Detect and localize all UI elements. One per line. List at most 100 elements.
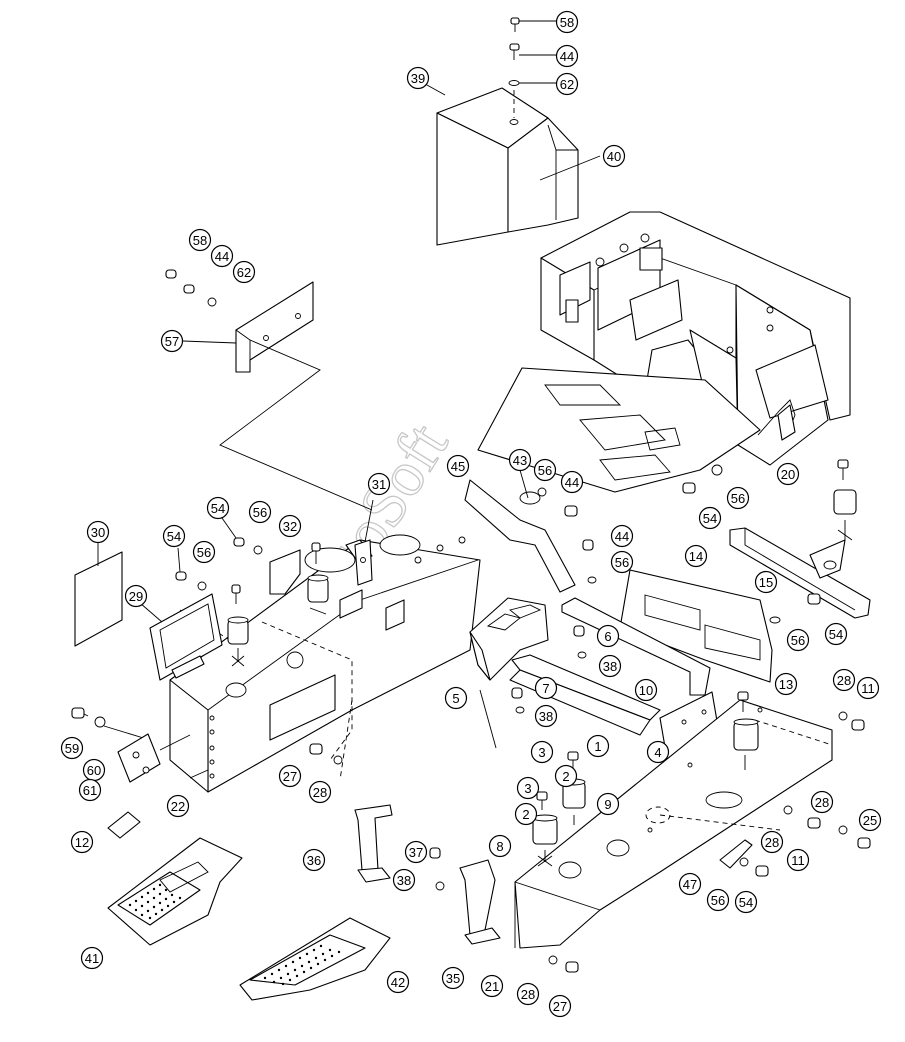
- callout-number: 38: [397, 873, 411, 888]
- callout-circle: [534, 704, 558, 728]
- callout-number: 22: [171, 799, 185, 814]
- callout-number: 28: [815, 795, 829, 810]
- bracket-5: [469, 597, 587, 749]
- callout-circle: [308, 780, 332, 804]
- fasteners-bottom: [548, 955, 579, 973]
- callout-number: 12: [75, 835, 89, 850]
- callout-circle: [78, 778, 102, 802]
- callout-56: 56: [726, 486, 750, 510]
- callout-circle: [548, 994, 572, 1018]
- callout-circle: [596, 624, 620, 648]
- callout-number: 56: [791, 633, 805, 648]
- callout-circle: [386, 970, 410, 994]
- callout-number: 27: [553, 999, 567, 1014]
- callout-circle: [560, 470, 584, 494]
- callout-number: 45: [451, 459, 465, 474]
- callout-number: 10: [639, 683, 653, 698]
- callout-number: 62: [237, 265, 251, 280]
- callout-circle: [446, 454, 470, 478]
- callout-circle: [516, 776, 540, 800]
- callout-47: 47: [678, 872, 702, 896]
- callout-circle: [678, 872, 702, 896]
- gasket-29: [139, 593, 223, 681]
- left-frame: [169, 534, 481, 793]
- callout-circle: [86, 520, 110, 544]
- callout-31: 31: [367, 472, 391, 496]
- callout-number: 5: [452, 691, 459, 706]
- callout-54: 54: [824, 622, 848, 646]
- callout-11: 11: [786, 848, 810, 872]
- callout-38: 38: [598, 654, 622, 678]
- callout-8: 8: [488, 834, 512, 858]
- callout-32: 32: [278, 514, 302, 538]
- callout-circle: [60, 736, 84, 760]
- callout-60: 60: [82, 758, 106, 782]
- callout-number: 61: [83, 783, 97, 798]
- callout-10: 10: [634, 678, 658, 702]
- right-fasteners: [719, 711, 871, 877]
- callout-circle: [776, 462, 800, 486]
- callout-11: 11: [856, 676, 880, 700]
- top-fasteners: [417, 17, 556, 118]
- callout-circle: [534, 676, 558, 700]
- callout-number: 35: [446, 971, 460, 986]
- callout-56: 56: [610, 550, 634, 574]
- callout-circle: [555, 44, 579, 68]
- callout-circle: [596, 792, 620, 816]
- callout-circle: [192, 540, 216, 564]
- callout-44: 44: [610, 524, 634, 548]
- callout-number: 54: [829, 627, 843, 642]
- callout-3: 3: [516, 776, 540, 800]
- callout-62: 62: [555, 72, 579, 96]
- callout-25: 25: [858, 808, 882, 832]
- callout-circle: [810, 790, 834, 814]
- bracket-57: [165, 269, 373, 511]
- callout-58: 58: [188, 228, 212, 252]
- callout-35: 35: [441, 966, 465, 990]
- lever-45: [464, 469, 578, 593]
- callout-circle: [530, 740, 554, 764]
- callout-circle: [824, 622, 848, 646]
- right-frame: [514, 699, 833, 949]
- callout-circle: [754, 570, 778, 594]
- callout-number: 56: [253, 505, 267, 520]
- callout-number: 62: [560, 77, 574, 92]
- callout-13: 13: [774, 672, 798, 696]
- panel-13: [619, 569, 781, 683]
- callout-circle: [786, 628, 810, 652]
- callout-circle: [302, 848, 326, 872]
- dashboard-housing: [540, 211, 851, 466]
- callout-number: 27: [283, 769, 297, 784]
- callout-number: 7: [542, 681, 549, 696]
- callout-circle: [602, 144, 626, 168]
- callout-circle: [698, 506, 722, 530]
- callout-54: 54: [206, 496, 230, 520]
- callout-6: 6: [596, 624, 620, 648]
- callout-28: 28: [810, 790, 834, 814]
- bracket-31: [354, 499, 374, 586]
- callout-number: 54: [167, 529, 181, 544]
- callout-1: 1: [586, 734, 610, 758]
- callout-57: 57: [160, 329, 184, 353]
- callout-circle: [726, 486, 750, 510]
- callout-41: 41: [80, 946, 104, 970]
- callout-number: 1: [594, 739, 601, 754]
- callout-number: 39: [411, 71, 425, 86]
- callout-number: 14: [689, 549, 703, 564]
- callout-number: 56: [197, 545, 211, 560]
- callout-37: 37: [404, 840, 428, 864]
- callout-number: 54: [211, 501, 225, 516]
- callout-circle: [856, 676, 880, 700]
- callout-circle: [832, 668, 856, 692]
- callout-59: 59: [60, 736, 84, 760]
- callout-circle: [610, 550, 634, 574]
- callout-circle: [610, 524, 634, 548]
- callout-number: 13: [779, 677, 793, 692]
- callout-number: 30: [91, 525, 105, 540]
- callout-circle: [516, 982, 540, 1006]
- callout-number: 44: [565, 475, 579, 490]
- pedal-41: [107, 837, 243, 946]
- callout-circle: [160, 329, 184, 353]
- callout-circle: [586, 734, 610, 758]
